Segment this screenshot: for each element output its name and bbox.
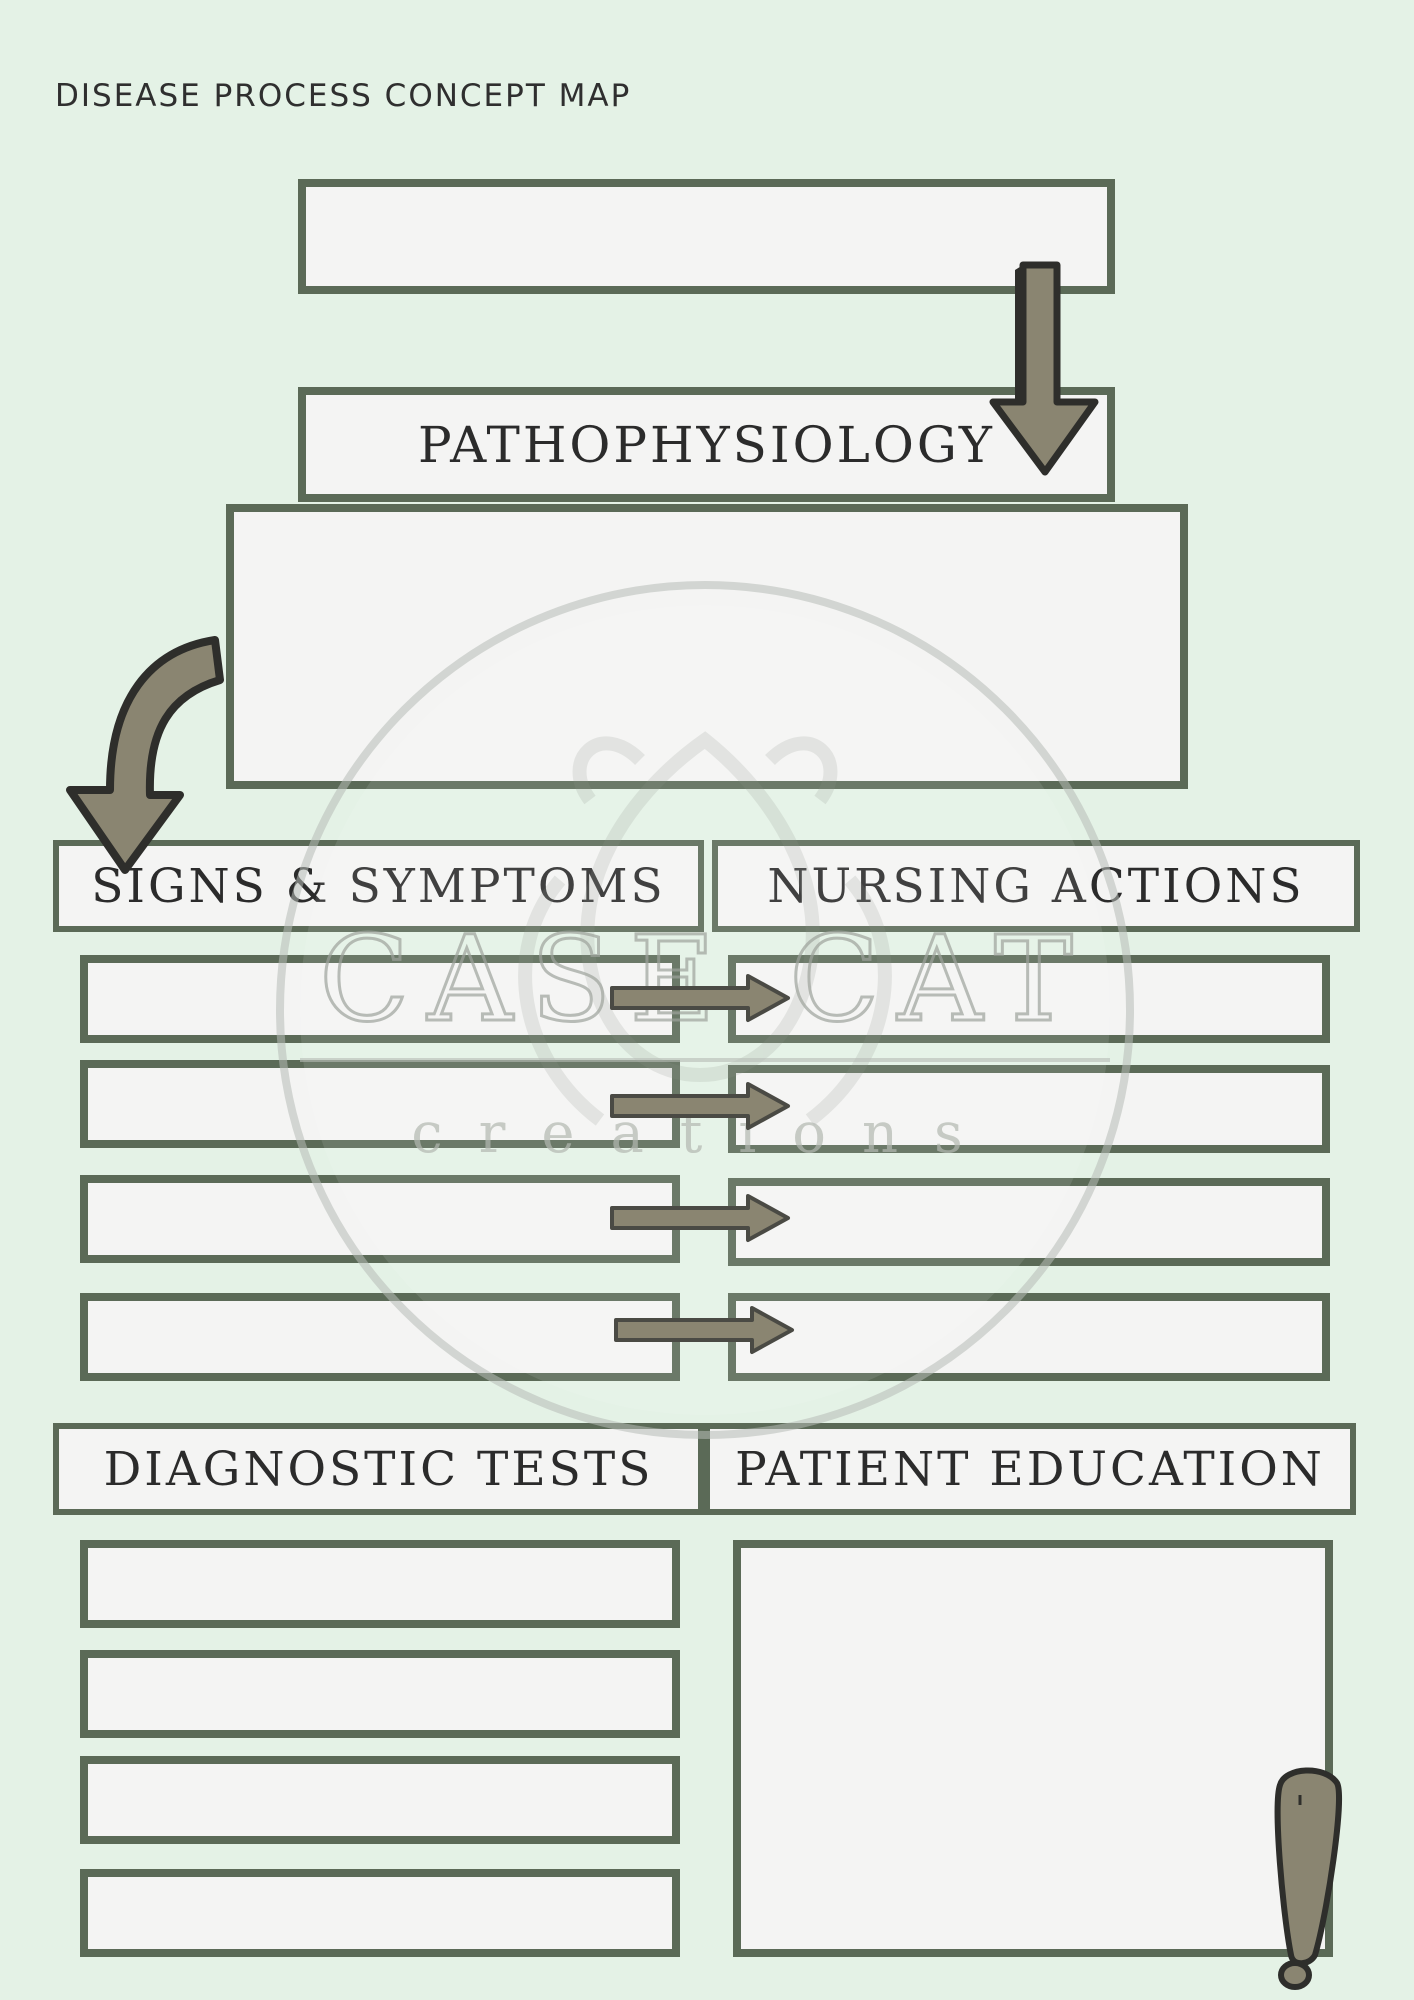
- pathophysiology-box[interactable]: [226, 504, 1188, 789]
- diagnostic-tests-field-4[interactable]: [80, 1869, 680, 1957]
- diagnostic-tests-field-1[interactable]: [80, 1540, 680, 1628]
- signs-symptoms-field-2[interactable]: [80, 1060, 680, 1148]
- nursing-actions-field-2[interactable]: [728, 1065, 1330, 1153]
- diagnostic-tests-header: DIAGNOSTIC TESTS: [53, 1423, 704, 1515]
- nursing-actions-field-1[interactable]: [728, 955, 1330, 1043]
- diagnostic-tests-field-3[interactable]: [80, 1756, 680, 1844]
- diagnostic-tests-field-2[interactable]: [80, 1650, 680, 1738]
- arrow-down-icon: [989, 261, 1099, 476]
- nursing-actions-header: NURSING ACTIONS: [712, 840, 1360, 932]
- signs-symptoms-field-3[interactable]: [80, 1175, 680, 1263]
- page-title: DISEASE PROCESS CONCEPT MAP: [55, 78, 632, 114]
- diagnostic-tests-label: DIAGNOSTIC TESTS: [103, 1441, 654, 1497]
- patient-education-box[interactable]: [733, 1540, 1333, 1957]
- row-arrow-icon-1: [610, 974, 790, 1022]
- nursing-actions-field-4[interactable]: [728, 1293, 1330, 1381]
- row-arrow-icon-3: [610, 1194, 790, 1242]
- curved-arrow-icon: [66, 636, 224, 874]
- signs-symptoms-field-4[interactable]: [80, 1293, 680, 1381]
- row-arrow-icon-4: [614, 1306, 794, 1354]
- exclamation-icon: [1274, 1767, 1342, 1990]
- disease-name-box[interactable]: [298, 179, 1115, 294]
- nursing-actions-label: NURSING ACTIONS: [767, 858, 1305, 914]
- patient-education-label: PATIENT EDUCATION: [735, 1441, 1325, 1497]
- patient-education-header: PATIENT EDUCATION: [704, 1423, 1356, 1515]
- nursing-actions-field-3[interactable]: [728, 1178, 1330, 1266]
- signs-symptoms-field-1[interactable]: [80, 955, 680, 1043]
- pathophysiology-header: PATHOPHYSIOLOGY: [298, 387, 1115, 502]
- pathophysiology-label: PATHOPHYSIOLOGY: [418, 415, 995, 474]
- row-arrow-icon-2: [610, 1082, 790, 1130]
